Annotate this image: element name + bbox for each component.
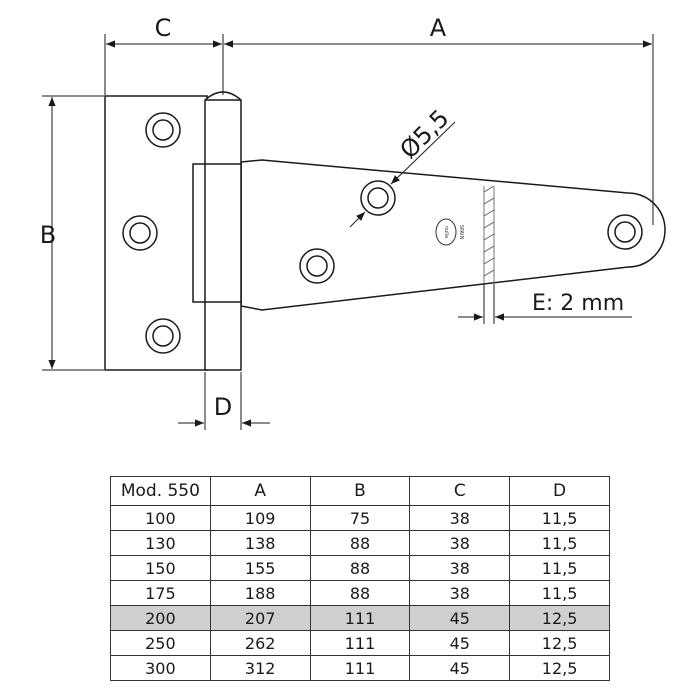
dimension-b [42, 95, 104, 371]
screw-hole [145, 112, 181, 148]
cell-c: 38 [409, 505, 511, 531]
dimension-d-label: D [214, 393, 232, 421]
cell-b: 88 [309, 530, 411, 556]
hinge-knuckle [192, 91, 242, 371]
cell-c: 38 [409, 580, 511, 606]
screw-hole [607, 214, 643, 250]
screw-hole [122, 215, 158, 251]
cell-d: 11,5 [509, 555, 610, 581]
dimension-a-label: A [430, 14, 447, 42]
header-a: A [209, 476, 311, 506]
dimension-b-label: B [40, 221, 56, 249]
cell-model: 250 [110, 630, 211, 656]
hinge-drawing: nulla SPAIN A C B D Ø5,5 E: 2 m [40, 14, 666, 430]
cell-c: 45 [409, 655, 511, 681]
cell-b: 75 [309, 505, 411, 531]
cell-a: 188 [209, 580, 311, 606]
screw-hole [145, 318, 181, 354]
hole-diameter-leader [349, 121, 456, 228]
cell-model: 130 [110, 530, 211, 556]
dimension-c-label: C [155, 14, 172, 42]
cell-b: 88 [309, 555, 411, 581]
thickness-label: E: 2 mm [532, 291, 624, 316]
cell-model: 300 [110, 655, 211, 681]
table-header-row: Mod. 550 A B C D [110, 476, 610, 506]
cell-c: 45 [409, 630, 511, 656]
header-model: Mod. 550 [110, 476, 211, 506]
hinge-strap [240, 159, 666, 311]
dimension-a [222, 34, 654, 225]
header-b: B [309, 476, 411, 506]
logo-text: nulla [443, 226, 449, 238]
cell-b: 111 [309, 605, 411, 631]
cell-a: 138 [209, 530, 311, 556]
cell-d: 11,5 [509, 580, 610, 606]
dimension-c [104, 34, 222, 95]
dimension-d [178, 372, 270, 430]
logo-subtext: SPAIN [458, 225, 464, 240]
thickness-dimension [458, 284, 632, 324]
cell-d: 11,5 [509, 530, 610, 556]
screw-hole [299, 248, 335, 284]
thickness-section [483, 185, 495, 284]
cell-c: 45 [409, 605, 511, 631]
cell-d: 12,5 [509, 630, 610, 656]
cell-d: 12,5 [509, 655, 610, 681]
maker-logo: nulla SPAIN [435, 218, 464, 246]
header-c: C [409, 476, 511, 506]
header-d: D [509, 476, 610, 506]
cell-b: 111 [309, 655, 411, 681]
cell-c: 38 [409, 555, 511, 581]
cell-c: 38 [409, 530, 511, 556]
cell-a: 109 [209, 505, 311, 531]
cell-d: 11,5 [509, 505, 610, 531]
cell-model: 175 [110, 580, 211, 606]
cell-a: 207 [209, 605, 311, 631]
cell-b: 88 [309, 580, 411, 606]
cell-a: 262 [209, 630, 311, 656]
cell-a: 155 [209, 555, 311, 581]
cell-a: 312 [209, 655, 311, 681]
cell-model: 100 [110, 505, 211, 531]
cell-model: 200 [110, 605, 211, 631]
cell-d: 12,5 [509, 605, 610, 631]
cell-model: 150 [110, 555, 211, 581]
screw-hole [360, 180, 396, 216]
hole-diameter-label: Ø5,5 [394, 104, 454, 164]
cell-b: 111 [309, 630, 411, 656]
